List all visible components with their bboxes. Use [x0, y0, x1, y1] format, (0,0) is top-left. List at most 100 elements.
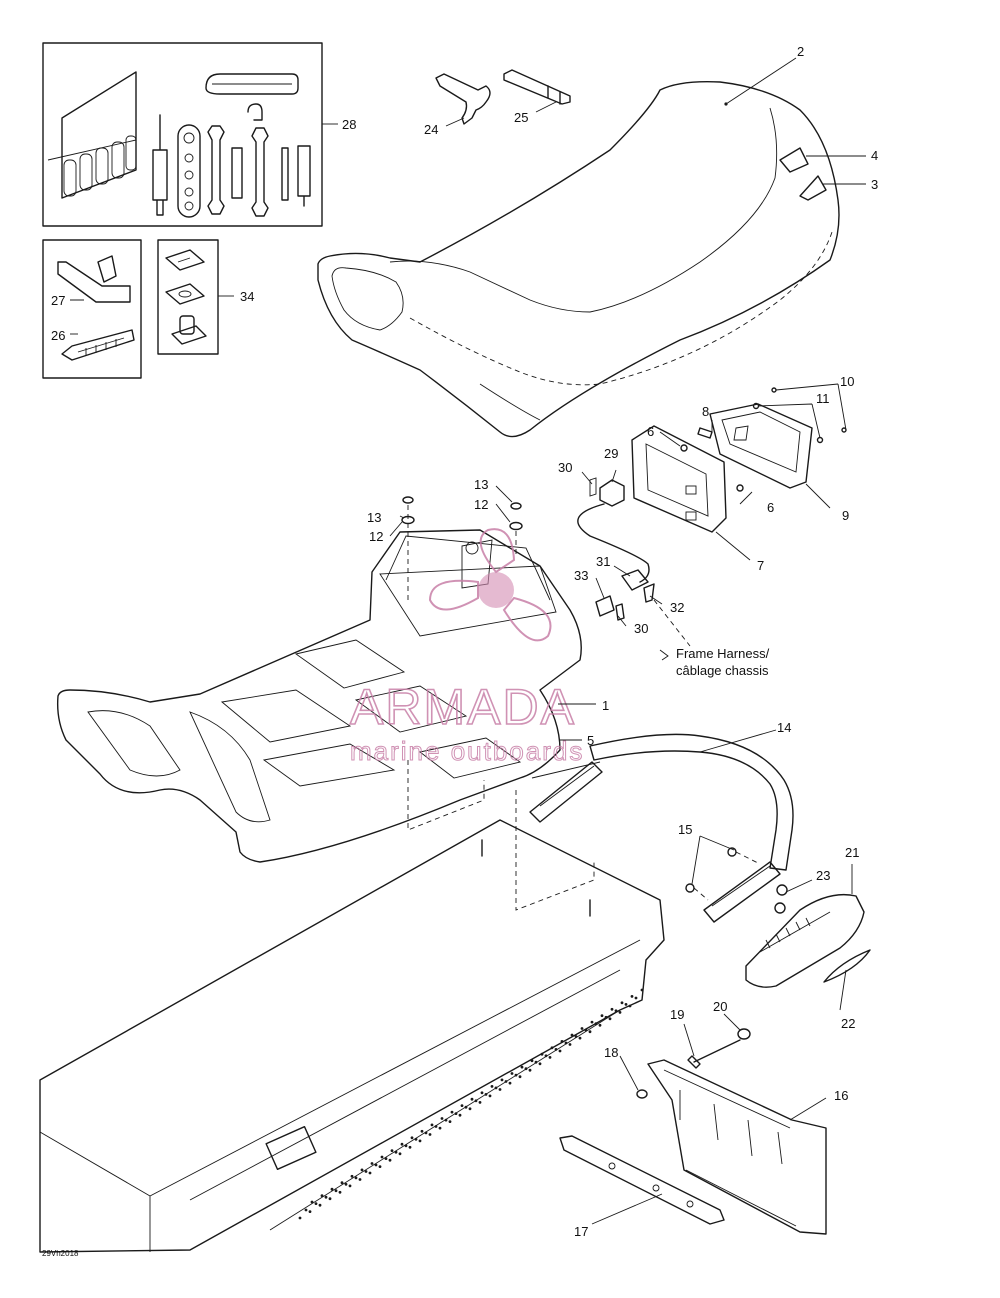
rivet	[444, 1118, 448, 1122]
callout-11: 11	[816, 391, 830, 406]
callout-29: 29	[604, 446, 618, 461]
rivet	[468, 1107, 472, 1111]
callout-15: 15	[678, 822, 692, 837]
rivet	[314, 1202, 318, 1205]
rivet	[354, 1176, 358, 1180]
rivet	[340, 1181, 344, 1185]
callout-27: 27	[51, 293, 65, 308]
rivet	[538, 1062, 542, 1066]
rivet	[600, 1014, 604, 1018]
rivet	[630, 995, 634, 998]
rivet	[584, 1028, 588, 1032]
rivet	[610, 1007, 614, 1011]
rivet	[448, 1120, 452, 1123]
rivet	[428, 1133, 432, 1136]
bracket-25	[503, 69, 571, 105]
callout-1: 1	[602, 698, 609, 713]
callout-4: 4	[871, 148, 878, 163]
rivet	[624, 1003, 628, 1006]
callout-7: 7	[757, 558, 764, 573]
rivet	[330, 1187, 334, 1191]
tunnel-rivets	[298, 988, 644, 1220]
callout-26: 26	[51, 328, 65, 343]
callout-2: 2	[797, 44, 804, 59]
callout-13a: 13	[367, 510, 381, 525]
callout-20: 20	[713, 999, 727, 1014]
rivet	[574, 1035, 578, 1038]
rivet	[458, 1113, 462, 1117]
rivet	[380, 1155, 384, 1159]
rivet	[614, 1009, 618, 1013]
rivet	[474, 1099, 478, 1103]
rivet	[418, 1139, 422, 1143]
spare-box-34	[157, 239, 234, 355]
callout-labels: 1 2 3 4 5 6 6 7 8 9 10 11 12 12 13 13 14…	[51, 44, 878, 1239]
callout-28: 28	[342, 117, 356, 132]
rivet	[368, 1171, 372, 1175]
callout-9: 9	[842, 508, 849, 523]
rivet	[320, 1194, 324, 1197]
rivet	[480, 1091, 484, 1095]
rivet	[540, 1052, 544, 1056]
rivet	[350, 1174, 354, 1178]
rivet	[510, 1072, 514, 1075]
rivet	[520, 1065, 524, 1069]
rivet	[514, 1073, 518, 1077]
wiring-harness	[577, 477, 691, 661]
rivet	[394, 1150, 398, 1154]
tail-light	[631, 387, 847, 533]
rivet	[378, 1165, 382, 1168]
rivet	[580, 1027, 584, 1030]
rivet	[328, 1197, 332, 1201]
watermark-brand: ARMADA	[350, 679, 576, 735]
rear-cap	[745, 884, 871, 988]
rivet	[528, 1068, 532, 1072]
rivet	[310, 1200, 314, 1204]
callout-25: 25	[514, 110, 528, 125]
rivet	[308, 1210, 312, 1213]
rivet	[618, 1011, 622, 1014]
rivet	[508, 1081, 512, 1085]
callout-24: 24	[424, 122, 438, 137]
rivet	[364, 1170, 368, 1173]
rivet	[564, 1041, 568, 1045]
callout-16: 16	[834, 1088, 848, 1103]
rivet	[590, 1020, 594, 1024]
rivet	[594, 1022, 598, 1026]
rivet	[464, 1105, 468, 1109]
callout-12b: 12	[474, 497, 488, 512]
rivet	[634, 996, 638, 1000]
callout-34: 34	[240, 289, 254, 304]
rivet	[370, 1162, 374, 1165]
rivet	[434, 1125, 438, 1128]
rivet	[620, 1001, 624, 1005]
rivet	[384, 1157, 388, 1160]
callout-8: 8	[702, 404, 709, 419]
rivet	[374, 1163, 378, 1167]
rivet	[534, 1060, 538, 1064]
rivet	[488, 1094, 492, 1098]
rivet	[608, 1017, 612, 1021]
rivet	[398, 1152, 402, 1156]
rivet	[500, 1078, 504, 1082]
rivet	[530, 1059, 534, 1063]
callout-30a: 30	[558, 460, 572, 475]
rivet	[348, 1184, 352, 1188]
rivet	[550, 1046, 554, 1050]
rivet	[440, 1117, 444, 1120]
rivet	[344, 1182, 348, 1186]
rivet	[390, 1149, 394, 1152]
callout-30b: 30	[634, 621, 648, 636]
callout-23: 23	[816, 868, 830, 883]
leader-lines	[70, 57, 866, 1225]
rivet	[318, 1203, 322, 1207]
armada-watermark: ARMADA marine outboards	[349, 528, 583, 767]
callout-19: 19	[670, 1007, 684, 1022]
rivet	[544, 1054, 548, 1058]
rivet	[334, 1189, 338, 1193]
rivet	[360, 1168, 364, 1172]
rivet	[484, 1093, 488, 1096]
rivet	[560, 1040, 564, 1043]
rivet	[430, 1123, 434, 1127]
